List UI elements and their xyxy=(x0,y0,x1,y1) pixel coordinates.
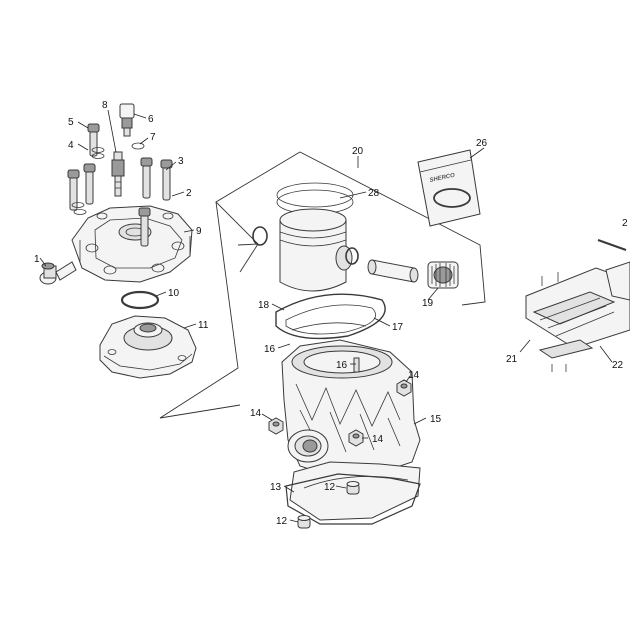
callout-9: 9 xyxy=(196,226,202,237)
callout-10: 10 xyxy=(168,288,180,299)
callout-18: 18 xyxy=(258,300,270,311)
callout-13: 13 xyxy=(270,482,282,493)
o-ring xyxy=(120,290,160,310)
callout-8: 8 xyxy=(102,100,108,111)
needle-bearing xyxy=(427,261,459,289)
callout-12a: 12 xyxy=(324,482,336,493)
sherco-brand-label: SHERCO xyxy=(429,173,456,184)
cylinder-nuts xyxy=(268,379,412,447)
head-bolts xyxy=(67,123,173,247)
callout-7: 7 xyxy=(150,132,156,143)
callout-22: 22 xyxy=(612,360,624,371)
callout-14b: 14 xyxy=(250,408,262,419)
piston xyxy=(279,219,347,292)
callout-12b: 12 xyxy=(276,516,288,527)
callout-28: 28 xyxy=(368,188,380,199)
callout-11: 11 xyxy=(198,320,209,331)
piston-group xyxy=(252,182,459,292)
callout-5: 5 xyxy=(68,117,74,128)
head-insert xyxy=(99,315,197,379)
piston-pin xyxy=(371,259,415,283)
callout-16b: 16 xyxy=(336,360,348,371)
dowel-pins xyxy=(297,481,360,529)
base-gaskets xyxy=(275,293,386,340)
reed-screws xyxy=(541,272,567,372)
callout-2x: 2 xyxy=(622,218,628,229)
callout-2: 2 xyxy=(186,188,192,199)
temp-sensor xyxy=(119,103,145,150)
callout-20: 20 xyxy=(352,146,364,157)
cylinder-base-gasket xyxy=(285,473,421,525)
callout-numbers: 1 2 3 4 5 6 7 8 9 10 11 20 28 26 19 18 1… xyxy=(34,100,628,527)
callout-15: 15 xyxy=(430,414,442,425)
reed-valve-group xyxy=(525,239,630,372)
callout-26: 26 xyxy=(476,138,488,149)
leader-lines xyxy=(39,109,613,523)
callout-19: 19 xyxy=(422,298,434,309)
callout-14a: 14 xyxy=(408,370,420,381)
cylinder-head-group xyxy=(39,103,197,379)
callout-4: 4 xyxy=(68,140,74,151)
callout-1: 1 xyxy=(34,254,40,265)
callout-16a: 16 xyxy=(264,344,276,355)
callout-14c: 14 xyxy=(372,434,384,445)
callout-3: 3 xyxy=(178,156,184,167)
callout-17: 17 xyxy=(392,322,404,333)
callout-6: 6 xyxy=(148,114,154,125)
spark-plug xyxy=(111,151,125,197)
callout-21: 21 xyxy=(506,354,518,365)
gasket-kit-bag: SHERCO xyxy=(417,149,481,227)
